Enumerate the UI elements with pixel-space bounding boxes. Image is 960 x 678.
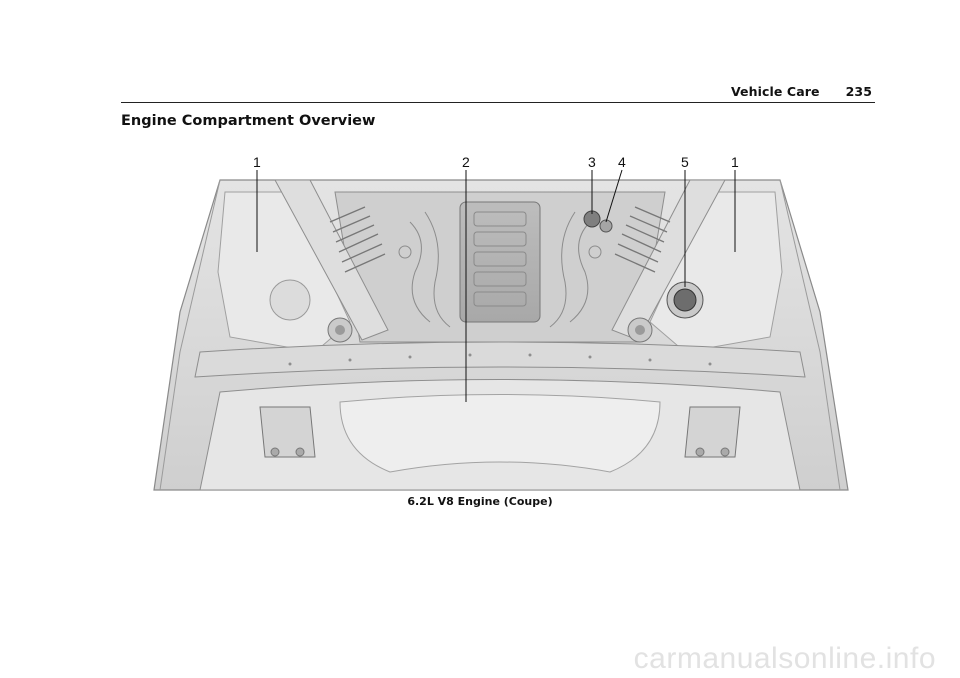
figure-caption: 6.2L V8 Engine (Coupe) [407,495,553,508]
watermark: carmanualsonline.info [633,642,936,675]
callout-5: 5 [681,154,689,170]
callout-3: 3 [588,154,596,170]
callout-4: 4 [618,154,626,170]
callout-leaders [256,169,736,402]
latch-bracket-right [684,406,741,458]
vent-fins-left [329,206,386,273]
callout-1-left: 1 [253,154,261,170]
section-title: Engine Compartment Overview [121,113,376,129]
callout-2: 2 [462,154,470,170]
engine-compartment-illustration: 1 2 3 4 5 1 [140,152,860,492]
vent-fins-right [614,206,671,273]
section-name: Vehicle Care [730,84,820,99]
reservoir-cap-4 [599,219,613,233]
header-rule [121,102,875,103]
running-header: Vehicle Care 235 [731,84,872,99]
page-number: 235 [845,84,872,99]
latch-bracket-left [259,406,316,458]
callout-1-right: 1 [731,154,739,170]
engine-cover [459,201,541,323]
